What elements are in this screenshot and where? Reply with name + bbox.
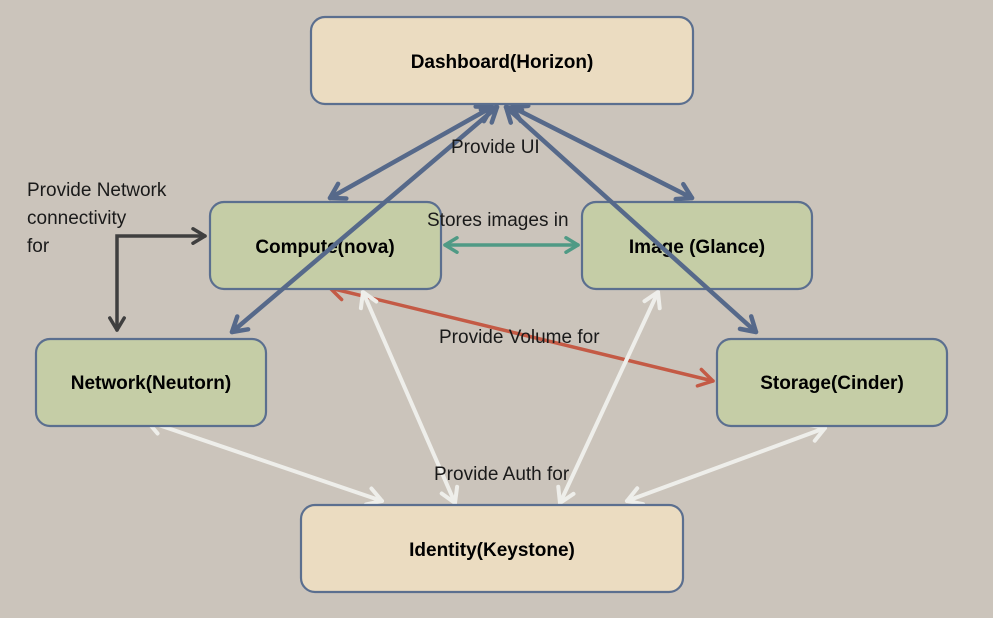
edge-line-storage-compute xyxy=(328,286,715,383)
provide-network-label-line1: Provide Network xyxy=(27,180,167,201)
stores-images-label: Stores images in xyxy=(427,210,569,231)
arrowhead-identity xyxy=(625,486,646,507)
dashboard-box xyxy=(309,15,695,106)
compute-label: Compute(nova) xyxy=(255,237,394,258)
edge-line-identity-network xyxy=(145,419,384,503)
storage-label: Storage(Cinder) xyxy=(760,373,904,394)
edge-line-identity-storage xyxy=(625,426,827,503)
compute-box xyxy=(208,200,443,291)
edge-identity-network xyxy=(145,415,384,507)
node-dashboard: Dashboard(Horizon) xyxy=(309,15,695,106)
provide-auth-label: Provide Auth for xyxy=(434,464,570,485)
arrowhead-identity xyxy=(556,484,576,505)
overlay-edges-layer xyxy=(229,104,759,335)
edge-network-compute xyxy=(108,227,207,332)
network-box xyxy=(34,337,268,428)
edge-identity-compute xyxy=(358,290,460,505)
arrowhead-network xyxy=(229,314,251,335)
edge-dashboard-network xyxy=(229,104,500,335)
arrowhead-compute xyxy=(191,227,207,245)
storage-box xyxy=(715,337,949,428)
arrowhead-storage xyxy=(737,314,759,335)
provide-network-label-line3: for xyxy=(27,236,50,257)
provide-network-label-line2: connectivity xyxy=(27,208,127,229)
edge-dashboard-storage xyxy=(503,104,759,335)
edge-line-dashboard-storage xyxy=(503,104,759,335)
edge-line-dashboard-compute xyxy=(327,104,495,201)
image-box xyxy=(580,200,814,291)
arrowhead-identity xyxy=(439,484,460,505)
node-image: Image (Glance) xyxy=(580,200,814,291)
provide-volume-label: Provide Volume for xyxy=(439,327,600,348)
node-compute: Compute(nova) xyxy=(208,200,443,291)
arrowhead-storage xyxy=(695,367,715,388)
edge-line-identity-image xyxy=(558,290,660,505)
arrowhead-compute xyxy=(443,236,459,254)
edge-compute-image xyxy=(443,236,580,254)
node-identity: Identity(Keystone) xyxy=(299,503,685,594)
identity-label: Identity(Keystone) xyxy=(409,540,575,561)
arrowhead-network xyxy=(108,316,126,332)
edge-line-network-compute xyxy=(115,234,207,332)
arrowhead-image xyxy=(564,236,580,254)
edge-identity-image xyxy=(556,290,662,505)
arrowhead-compute xyxy=(327,181,349,201)
node-storage: Storage(Cinder) xyxy=(715,337,949,428)
arrowhead-image xyxy=(642,290,662,311)
edge-line-dashboard-image xyxy=(509,104,695,201)
arrowhead-identity xyxy=(364,486,384,507)
arrowhead-dashboard xyxy=(478,104,500,125)
image-label: Image (Glance) xyxy=(629,237,765,258)
arrowhead-image xyxy=(673,181,695,202)
dashboard-label: Dashboard(Horizon) xyxy=(411,52,594,73)
provide-ui-label: Provide UI xyxy=(451,137,540,158)
arrowhead-dashboard xyxy=(503,104,525,125)
edge-identity-storage xyxy=(625,422,827,507)
edge-line-identity-compute xyxy=(361,290,457,505)
arrowhead-compute xyxy=(358,290,379,311)
network-label: Network(Neutorn) xyxy=(71,373,231,394)
node-network: Network(Neutorn) xyxy=(34,337,268,428)
edge-line-dashboard-network xyxy=(229,104,500,335)
edges-layer xyxy=(108,103,827,507)
identity-box xyxy=(299,503,685,594)
